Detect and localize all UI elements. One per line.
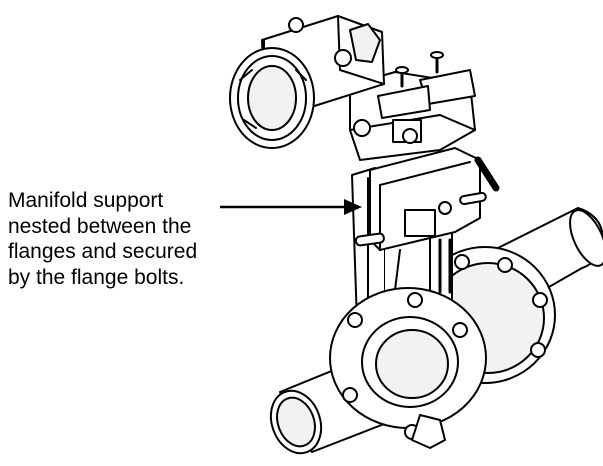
- manifold-block: [354, 147, 500, 251]
- callout-line-2: nested between the: [8, 214, 192, 238]
- housing-front-cover: [229, 47, 315, 149]
- front-flange: [329, 287, 487, 449]
- callout-text: Manifold support nested between the flan…: [8, 188, 238, 290]
- callout-line-1: Manifold support: [8, 189, 164, 212]
- transmitter-sensor-module: [349, 51, 476, 161]
- callout-line-3: flanges and secured: [8, 240, 198, 263]
- callout-line-4: by the flange bolts.: [8, 265, 185, 289]
- arrow-right-icon: [344, 199, 362, 215]
